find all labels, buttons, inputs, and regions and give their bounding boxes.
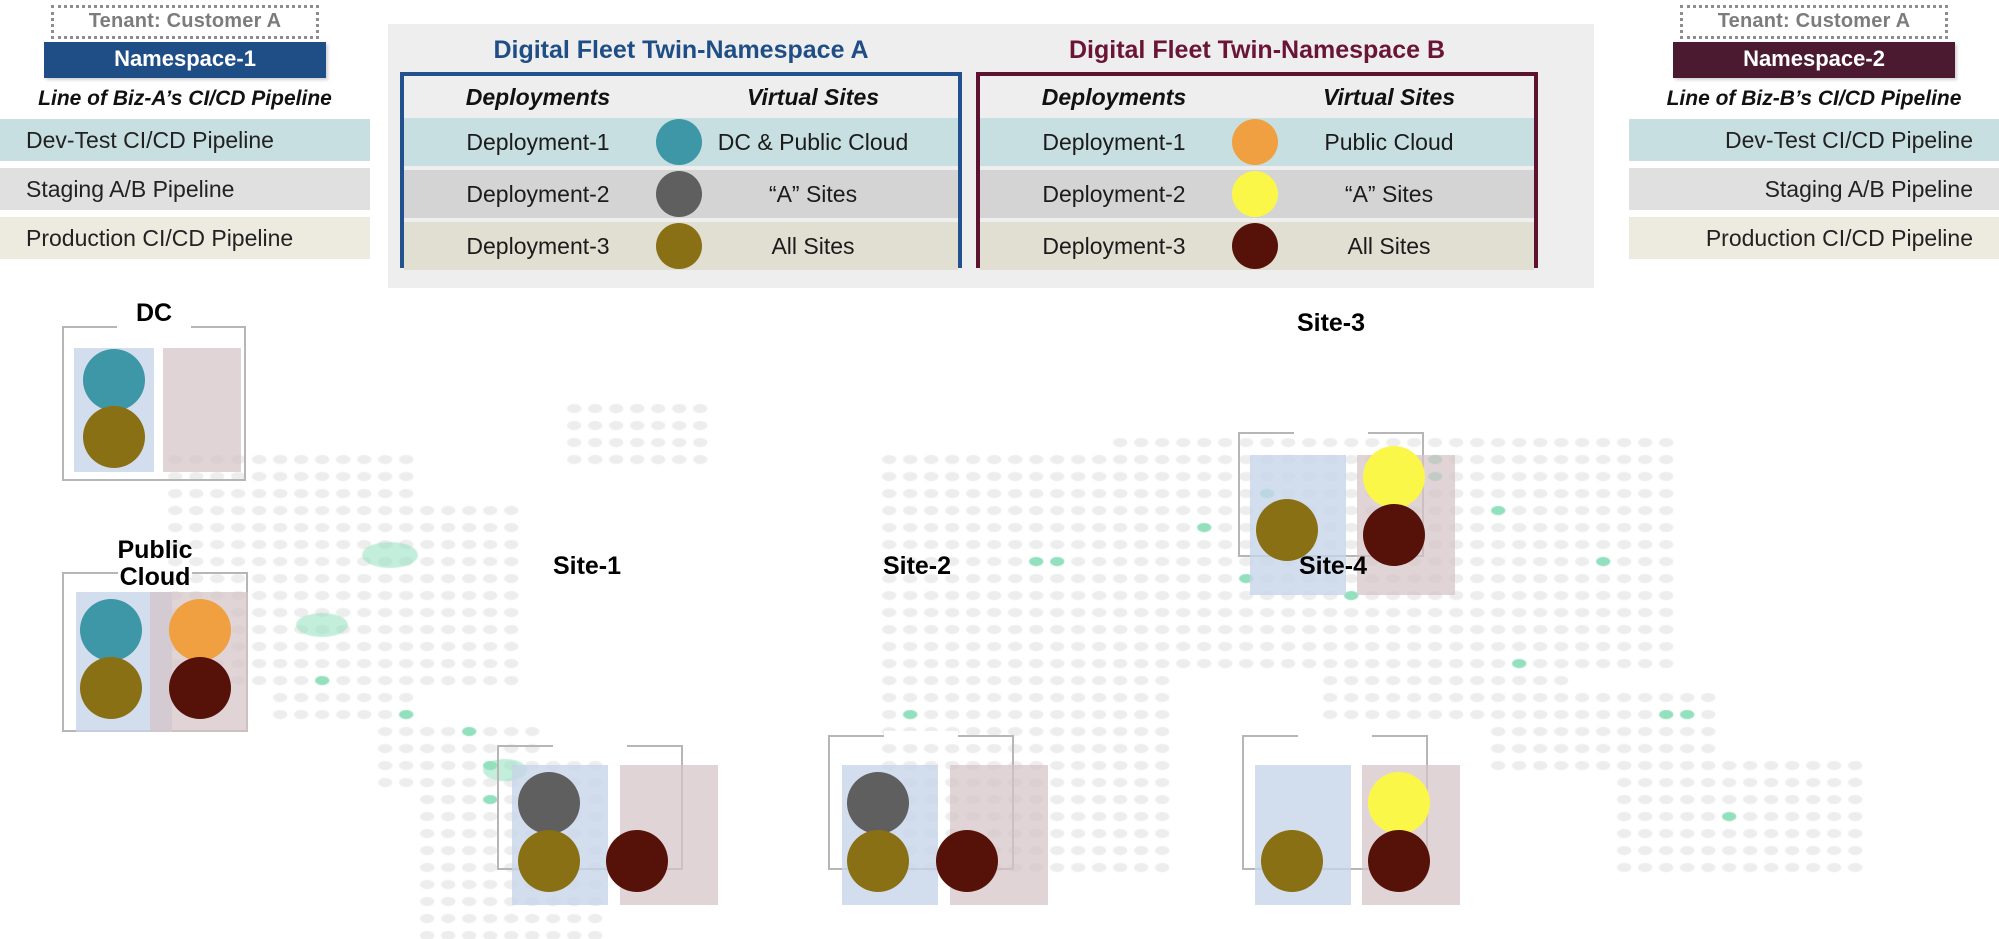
column-header-deployments-b: Deployments xyxy=(1041,83,1187,110)
virtual-site-name: Public Cloud xyxy=(1324,128,1454,155)
namespace-2-badge: Namespace-2 xyxy=(1673,42,1955,78)
table-row[interactable]: Deployment-1 DC & Public Cloud xyxy=(404,118,958,166)
deployment-name: Deployment-3 xyxy=(1042,232,1186,259)
column-header-deployments-a: Deployments xyxy=(465,83,611,110)
digital-fleet-twin-card: Digital Fleet Twin-Namespace A Deploymen… xyxy=(388,24,1594,288)
namespace-1-panel: Tenant: Customer A Namespace-1 Line of B… xyxy=(0,0,370,266)
pipeline-list-right: Dev-Test CI/CD Pipeline Staging A/B Pipe… xyxy=(1629,119,1999,259)
namespace-b-header-row: Deployments Virtual Sites xyxy=(980,76,1534,118)
table-row[interactable]: Deployment-1 Public Cloud xyxy=(980,118,1534,166)
pipeline-item-dev-test-left[interactable]: Dev-Test CI/CD Pipeline xyxy=(0,119,370,161)
virtual-site-name: All Sites xyxy=(1347,232,1431,259)
pipeline-item-dev-test-right[interactable]: Dev-Test CI/CD Pipeline xyxy=(1629,119,1999,161)
virtual-site-name: “A” Sites xyxy=(1344,180,1434,207)
namespace-b-table: Deployments Virtual Sites Deployment-1 P… xyxy=(976,72,1538,270)
deployment-color-dot xyxy=(1232,223,1278,269)
row-separator xyxy=(980,166,1534,170)
site-label-dc: DC xyxy=(135,299,173,327)
namespace-b-heading: Digital Fleet Twin-Namespace B xyxy=(1068,36,1445,64)
world-map-background xyxy=(0,370,1999,939)
namespace-a-header-row: Deployments Virtual Sites xyxy=(404,76,958,118)
deployment-color-dot xyxy=(1232,119,1278,165)
virtual-site-name: DC & Public Cloud xyxy=(717,128,909,155)
pipeline-item-staging-right[interactable]: Staging A/B Pipeline xyxy=(1629,168,1999,210)
pipeline-item-production-right[interactable]: Production CI/CD Pipeline xyxy=(1629,217,1999,259)
namespace-a-heading: Digital Fleet Twin-Namespace A xyxy=(493,36,869,64)
deployment-color-dot xyxy=(656,119,702,165)
deployment-color-dot xyxy=(656,171,702,217)
virtual-site-name: “A” Sites xyxy=(768,180,858,207)
line-of-business-b-title: Line of Biz-B’s CI/CD Pipeline xyxy=(1666,87,1962,110)
row-separator xyxy=(980,218,1534,222)
namespace-b-table-panel: Digital Fleet Twin-Namespace B Deploymen… xyxy=(976,24,1538,270)
pipeline-item-production-left[interactable]: Production CI/CD Pipeline xyxy=(0,217,370,259)
tenant-chip-left: Tenant: Customer A xyxy=(51,5,319,39)
table-row[interactable]: Deployment-3 All Sites xyxy=(980,222,1534,270)
deployment-name: Deployment-2 xyxy=(466,180,610,207)
table-row[interactable]: Deployment-2 “A” Sites xyxy=(404,170,958,218)
deployment-name: Deployment-1 xyxy=(1042,128,1186,155)
table-row[interactable]: Deployment-2 “A” Sites xyxy=(980,170,1534,218)
deployment-color-dot xyxy=(656,223,702,269)
deployment-color-dot xyxy=(1232,171,1278,217)
namespace-2-panel: Tenant: Customer A Namespace-2 Line of B… xyxy=(1629,0,1999,266)
deployment-name: Deployment-3 xyxy=(466,232,610,259)
virtual-site-name: All Sites xyxy=(771,232,855,259)
namespace-a-table-panel: Digital Fleet Twin-Namespace A Deploymen… xyxy=(400,24,962,270)
line-of-business-a-title: Line of Biz-A’s CI/CD Pipeline xyxy=(38,87,332,110)
site-label-site-3: Site-3 xyxy=(1296,309,1366,337)
namespace-a-table: Deployments Virtual Sites Deployment-1 D… xyxy=(400,72,962,270)
world-map-dots xyxy=(0,370,1999,939)
deployment-name: Deployment-1 xyxy=(466,128,610,155)
site-frame-notch-dc xyxy=(117,322,191,332)
pipeline-item-staging-left[interactable]: Staging A/B Pipeline xyxy=(0,168,370,210)
pipeline-list-left: Dev-Test CI/CD Pipeline Staging A/B Pipe… xyxy=(0,119,370,259)
table-row[interactable]: Deployment-3 All Sites xyxy=(404,222,958,270)
row-separator xyxy=(404,218,958,222)
column-header-virtual-sites-b: Virtual Sites xyxy=(1322,83,1456,110)
deployment-name: Deployment-2 xyxy=(1042,180,1186,207)
row-separator xyxy=(404,166,958,170)
column-header-virtual-sites-a: Virtual Sites xyxy=(746,83,880,110)
namespace-1-badge: Namespace-1 xyxy=(44,42,326,78)
tenant-chip-right: Tenant: Customer A xyxy=(1680,5,1948,39)
